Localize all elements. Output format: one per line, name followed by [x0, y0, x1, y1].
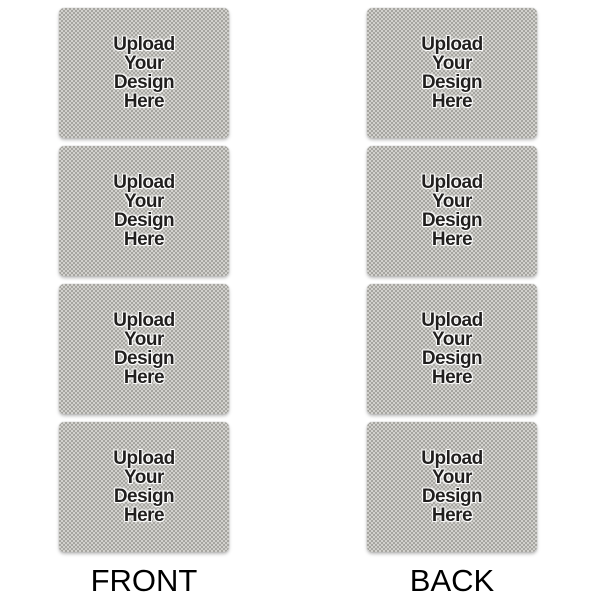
placeholder-line: Design [113, 486, 175, 507]
placeholder-line: Here [123, 91, 165, 112]
back-label: BACK [409, 563, 495, 598]
front-column: Upload Your Design Here Upload Your Desi… [59, 8, 229, 598]
placeholder-line: Here [123, 229, 165, 250]
placemat-back-2: Upload Your Design Here [367, 146, 537, 276]
placeholder-line: Your [124, 329, 164, 350]
placemat-back-4: Upload Your Design Here [367, 422, 537, 552]
placemat-back-3: Upload Your Design Here [367, 284, 537, 414]
placeholder-line: Design [421, 210, 483, 231]
upload-design-placeholder: Upload Your Design Here [113, 172, 175, 250]
upload-design-placeholder: Upload Your Design Here [113, 310, 175, 388]
placemat-front-4: Upload Your Design Here [59, 422, 229, 552]
placemat-back-1: Upload Your Design Here [367, 8, 537, 138]
upload-design-placeholder: Upload Your Design Here [113, 448, 175, 526]
placemat-front-1: Upload Your Design Here [59, 8, 229, 138]
front-label: FRONT [90, 563, 198, 598]
placeholder-line: Here [431, 229, 473, 250]
placeholder-line: Upload [421, 34, 483, 55]
placemat-front-2: Upload Your Design Here [59, 146, 229, 276]
placeholder-line: Design [421, 348, 483, 369]
placeholder-line: Design [113, 348, 175, 369]
upload-design-placeholder: Upload Your Design Here [421, 310, 483, 388]
placeholder-line: Design [113, 210, 175, 231]
placeholder-line: Upload [421, 448, 483, 469]
placeholder-line: Design [421, 486, 483, 507]
placeholder-line: Here [431, 505, 473, 526]
upload-design-placeholder: Upload Your Design Here [113, 34, 175, 112]
placeholder-line: Upload [421, 310, 483, 331]
placeholder-line: Here [431, 91, 473, 112]
placeholder-line: Design [421, 72, 483, 93]
placeholder-line: Your [432, 191, 472, 212]
placeholder-line: Here [123, 505, 165, 526]
placeholder-line: Your [124, 191, 164, 212]
placeholder-line: Your [124, 53, 164, 74]
placeholder-line: Your [432, 329, 472, 350]
placeholder-line: Upload [113, 172, 175, 193]
placeholder-line: Your [124, 467, 164, 488]
placeholder-line: Here [431, 367, 473, 388]
placeholder-line: Your [432, 467, 472, 488]
placeholder-line: Design [113, 72, 175, 93]
placeholder-line: Your [432, 53, 472, 74]
placeholder-line: Upload [113, 34, 175, 55]
back-column: Upload Your Design Here Upload Your Desi… [367, 8, 537, 598]
placeholder-line: Here [123, 367, 165, 388]
placeholder-line: Upload [421, 172, 483, 193]
placemat-front-3: Upload Your Design Here [59, 284, 229, 414]
upload-design-placeholder: Upload Your Design Here [421, 172, 483, 250]
upload-design-placeholder: Upload Your Design Here [421, 448, 483, 526]
upload-design-placeholder: Upload Your Design Here [421, 34, 483, 112]
placeholder-line: Upload [113, 310, 175, 331]
placeholder-line: Upload [113, 448, 175, 469]
